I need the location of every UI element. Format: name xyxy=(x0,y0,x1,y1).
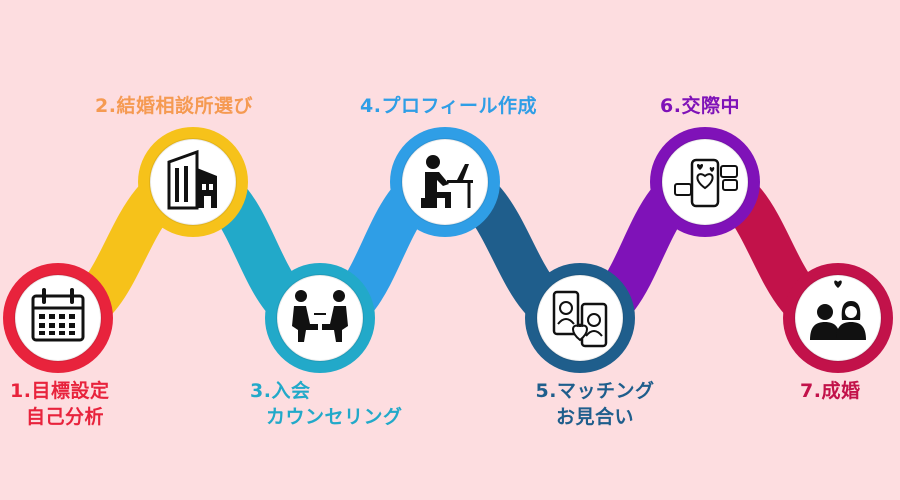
step-label-line: 7.成婚 xyxy=(800,380,861,402)
phone-match-icon xyxy=(552,290,608,348)
step-label-line: 3.入会 xyxy=(250,380,311,402)
step-label-5: 5.マッチングお見合い xyxy=(515,378,675,430)
step-icons xyxy=(31,149,866,348)
step-label-6: 6.交際中 xyxy=(660,93,780,119)
step-label-line: 2.結婚相談所選び xyxy=(95,95,253,117)
step-label-line: お見合い xyxy=(555,406,634,428)
step-label-1: 1.目標設定自己分析 xyxy=(10,378,130,430)
couple-icon xyxy=(810,280,866,340)
step-node-3 xyxy=(265,263,375,373)
step-label-4: 4.プロフィール作成 xyxy=(360,93,600,119)
step-label-line: 5.マッチング xyxy=(535,380,655,402)
step-label-line: 4.プロフィール作成 xyxy=(360,95,538,117)
chat-hearts-icon xyxy=(674,158,738,208)
step-label-line: 6.交際中 xyxy=(660,95,740,117)
step-disc-1 xyxy=(14,274,102,362)
step-node-7 xyxy=(783,263,893,373)
counseling-icon xyxy=(292,290,348,342)
step-node-1 xyxy=(3,263,113,373)
step-label-7: 7.成婚 xyxy=(800,378,890,404)
building-icon xyxy=(167,149,217,210)
step-disc-3 xyxy=(276,274,364,362)
desk-laptop-icon xyxy=(421,155,473,208)
step-node-2 xyxy=(138,127,248,237)
step-disc-6 xyxy=(661,138,749,226)
calendar-icon xyxy=(31,288,85,342)
step-label-line: 1.目標設定 xyxy=(10,380,110,402)
step-disc-5 xyxy=(536,274,624,362)
step-node-6 xyxy=(650,127,760,237)
step-node-5 xyxy=(525,263,635,373)
step-label-2: 2.結婚相談所選び xyxy=(95,93,295,119)
step-label-line: 自己分析 xyxy=(26,406,105,428)
step-label-line: カウンセリング xyxy=(266,406,403,428)
step-label-3: 3.入会カウンセリング xyxy=(250,378,450,430)
